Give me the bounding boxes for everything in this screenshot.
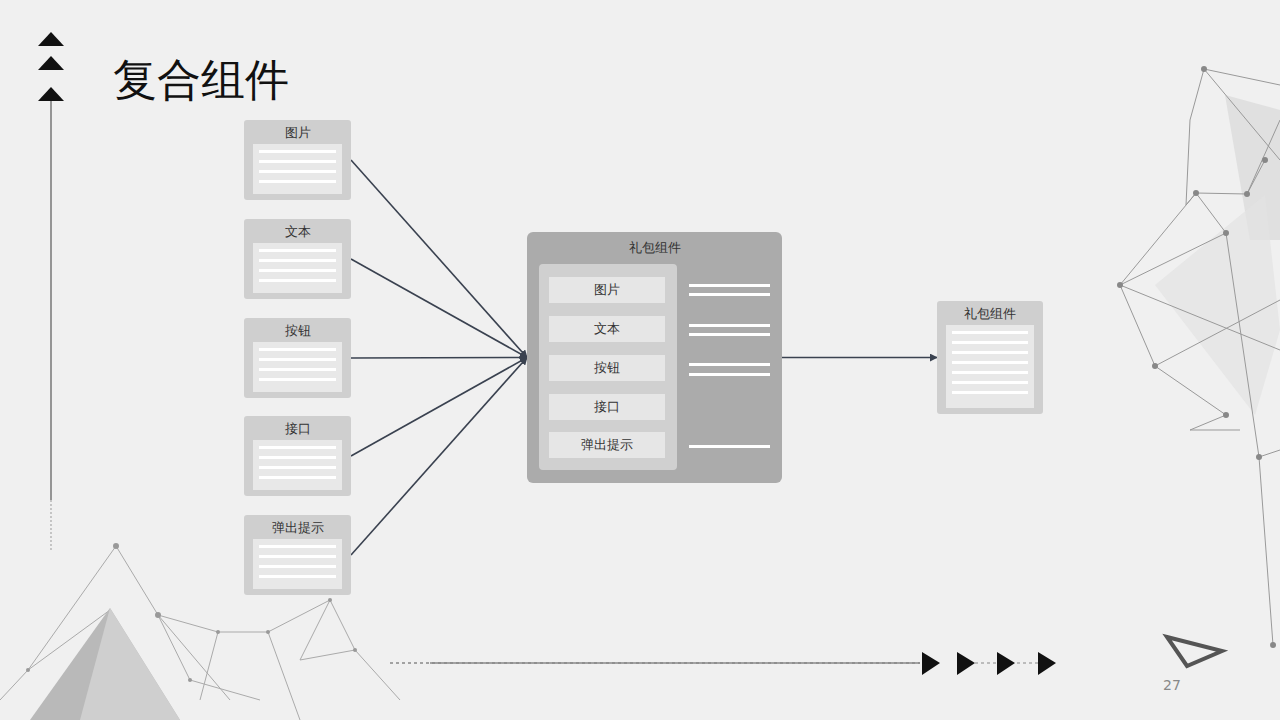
text-line [689,324,770,327]
text-line [259,575,336,578]
text-line [259,259,336,262]
connector-arrow [351,160,527,358]
text-line [259,150,336,153]
connector-arrow [351,358,527,457]
component-chip: 接口 [549,394,665,420]
text-line [259,358,336,361]
text-line [689,284,770,287]
component-chip: 弹出提示 [549,432,665,458]
chip-label: 图片 [594,282,620,298]
box-heading: 礼包组件 [527,232,782,256]
box-heading: 弹出提示 [244,515,351,536]
text-line [952,331,1028,334]
box-heading: 按钮 [244,318,351,339]
box-heading: 文本 [244,219,351,240]
component-card: 弹出提示 [244,515,351,595]
text-line [952,341,1028,344]
component-card: 按钮 [244,318,351,398]
slide-title: 复合组件 [113,52,289,108]
component-card: 图片 [244,120,351,200]
component-card: 接口 [244,416,351,496]
component-chip: 按钮 [549,355,665,381]
connector-arrow [351,358,527,556]
text-line [259,545,336,548]
text-line [689,293,770,296]
chip-label: 按钮 [594,360,620,376]
box-heading: 礼包组件 [937,301,1043,322]
component-card: 礼包组件 [937,301,1043,414]
text-line [259,348,336,351]
chip-label: 文本 [594,321,620,337]
text-line [952,371,1028,374]
text-line [952,351,1028,354]
chip-label: 弹出提示 [581,437,633,453]
text-line [952,391,1028,394]
text-line [259,555,336,558]
connector-arrow [351,259,527,358]
text-line [952,361,1028,364]
page-number: 27 [1163,677,1181,693]
chip-label: 接口 [594,399,620,415]
text-line [259,368,336,371]
text-line [259,565,336,568]
text-line [259,269,336,272]
text-line [259,476,336,479]
text-line [259,180,336,183]
text-line [259,466,336,469]
text-line [689,373,770,376]
component-chip: 文本 [549,316,665,342]
connector-arrow [351,357,527,359]
component-chip: 图片 [549,277,665,303]
text-line [689,445,770,448]
content-panel [946,325,1034,408]
connector-arrow [782,357,937,359]
text-line [952,381,1028,384]
text-line [259,249,336,252]
text-line [689,333,770,336]
text-line [259,378,336,381]
text-line [689,363,770,366]
box-heading: 接口 [244,416,351,437]
component-card: 文本 [244,219,351,299]
text-line [259,446,336,449]
text-line [259,456,336,459]
box-heading: 图片 [244,120,351,141]
text-line [259,160,336,163]
text-line [259,279,336,282]
composite-box: 礼包组件图片文本按钮接口弹出提示 [527,232,782,483]
text-line [259,170,336,173]
